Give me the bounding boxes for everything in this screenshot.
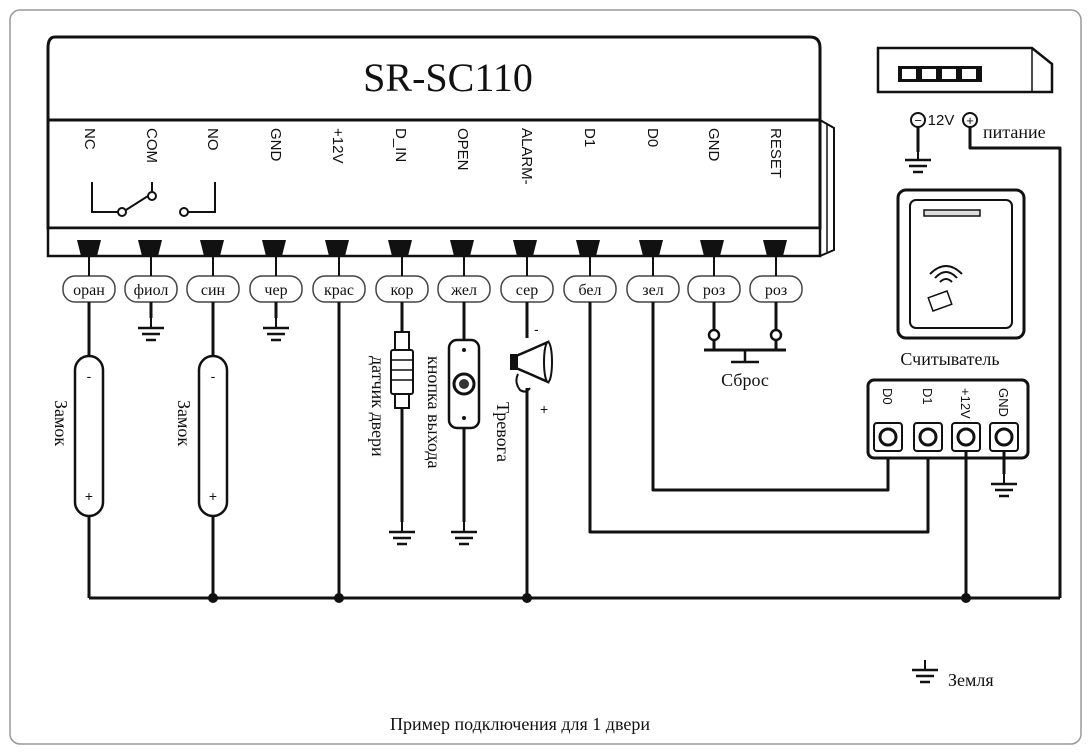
terminal-label: D_IN (392, 128, 409, 162)
exit-button: кнопка выхода (424, 302, 481, 546)
terminal-label: ALARM- (518, 128, 535, 185)
ground-black (261, 302, 291, 342)
door-sensor: датчик двери (368, 302, 417, 546)
terminal-label: NO (204, 128, 221, 151)
lock-plus: + (85, 488, 93, 504)
wire-color: чер (264, 282, 287, 299)
green-wire-d0 (651, 302, 890, 492)
terminal-blocks (77, 240, 787, 256)
alarm-siren: - + Тревога (493, 302, 553, 598)
wire-color: фиол (134, 282, 169, 299)
terminal-label: D0 (644, 128, 661, 147)
reader-ground (989, 452, 1019, 498)
psu-plus: + (966, 113, 974, 128)
wire-color: син (201, 282, 226, 299)
terminal-label: COM (143, 128, 160, 163)
reader-terminal-label: GND (996, 388, 1011, 417)
alarm-minus: - (534, 321, 539, 337)
power-supply: − 12V + питание (876, 46, 1062, 598)
wire-color: роз (703, 282, 725, 299)
reader-terminal-block: D0 D1 +12V GND (866, 378, 1030, 460)
lock-plus: + (209, 488, 217, 504)
exit-button-label: кнопка выхода (424, 356, 444, 469)
terminal-label: +12V (329, 128, 346, 163)
psu-label: питание (983, 122, 1046, 142)
reader-terminal-label: +12V (958, 388, 973, 419)
wire-color: жел (450, 282, 477, 299)
lock-label: Замок (174, 400, 194, 446)
lock-minus: - (211, 368, 216, 384)
reader-terminal-label: D0 (880, 388, 895, 405)
terminal-label: D1 (581, 128, 598, 147)
terminal-label: OPEN (454, 128, 471, 171)
wire-color: сер (516, 282, 538, 299)
wire-color: оран (73, 282, 105, 299)
door-sensor-label: датчик двери (368, 356, 388, 457)
white-wire-d1 (588, 302, 930, 534)
terminal-label: NC (81, 128, 98, 150)
ground-violet (136, 302, 166, 342)
terminal-label: RESET (767, 128, 784, 178)
lock-label: Замок (51, 400, 71, 446)
alarm-label: Тревога (493, 402, 513, 462)
reader-label: Считыватель (900, 349, 999, 369)
wire-color: кор (391, 282, 414, 299)
diagram-caption: Пример подключения для 1 двери (390, 714, 650, 734)
card-reader: Считыватель (896, 188, 1026, 369)
wire-color: крас (324, 282, 354, 299)
psu-voltage: 12V (928, 112, 955, 129)
ground-legend-label: Земля (948, 670, 994, 690)
relay-contact-symbol (91, 182, 216, 217)
ground-legend: Земля (910, 658, 994, 690)
terminal-stubs (88, 256, 777, 276)
reset-jumper: Сброс (704, 302, 786, 390)
terminal-label: GND (267, 128, 284, 162)
alarm-plus: + (540, 401, 548, 417)
model-title: SR-SC110 (363, 55, 533, 100)
wire-color: бел (578, 282, 601, 299)
wire-color: роз (765, 282, 787, 299)
reset-label: Сброс (721, 370, 769, 390)
lock-2: - + Замок (174, 302, 229, 598)
terminal-labels: NC COM NO GND +12V D_IN OPEN ALARM- D1 D… (81, 128, 784, 185)
terminal-label: GND (705, 128, 722, 162)
wire-color: зел (642, 282, 663, 299)
lock-1: - + Замок (51, 302, 105, 598)
reader-terminal-label: D1 (920, 388, 935, 405)
controller-body: SR-SC110 (46, 35, 835, 258)
lock-minus: - (87, 368, 92, 384)
psu-minus: − (914, 113, 922, 128)
